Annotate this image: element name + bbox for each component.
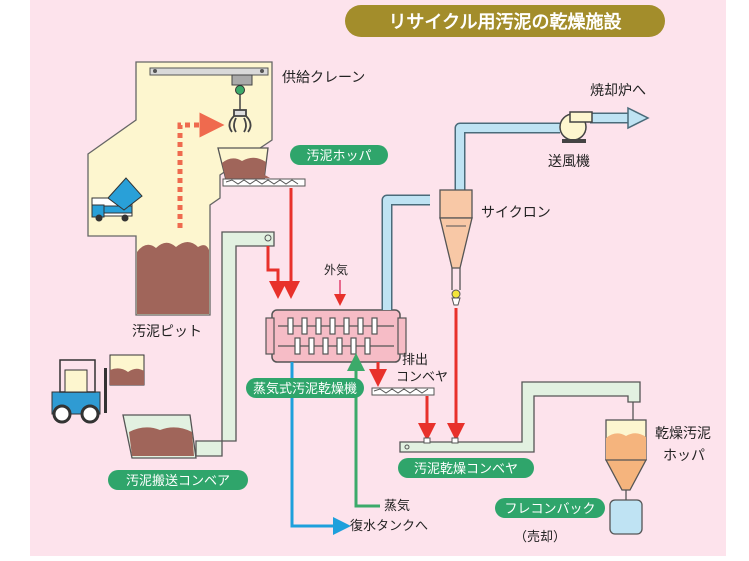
outside-air-label: 外気 <box>324 262 348 277</box>
transport-conveyor-label: 汚泥搬送コンベア <box>126 474 230 489</box>
dry-conveyor-badge: 汚泥乾燥コンベヤ <box>398 458 534 478</box>
transport-conveyor-badge: 汚泥搬送コンベア <box>108 470 248 490</box>
building <box>87 61 273 316</box>
forklift-icon <box>51 354 145 424</box>
cyclone-label: サイクロン <box>481 205 551 221</box>
dry-conveyor <box>399 381 641 453</box>
dump-truck-icon <box>91 177 143 222</box>
sold-label: （売却） <box>514 529 566 545</box>
dry-hopper <box>604 419 648 500</box>
flexible-container-bag-icon <box>609 499 643 535</box>
discharge-label-1: 排出 <box>402 353 428 368</box>
crane-label: 供給クレーン <box>282 70 365 86</box>
cyclone <box>439 189 473 306</box>
sludge-hopper <box>217 147 306 187</box>
condensate-flow-arrow <box>290 362 351 535</box>
title-badge: リサイクル用汚泥の乾燥施設 <box>345 5 665 37</box>
blower-label: 送風機 <box>548 154 590 170</box>
dryer-label: 蒸気式汚泥乾燥機 <box>253 381 357 397</box>
flexible-container-badge: フレコンバック <box>495 498 605 518</box>
dryer-badge: 蒸気式汚泥乾燥機 <box>246 378 364 398</box>
incinerator-arrow-icon <box>627 106 650 130</box>
crane-grab-icon <box>228 109 252 133</box>
hopper-badge: 汚泥ホッパ <box>290 145 388 165</box>
crane-path-arrow <box>177 112 225 228</box>
dry-hopper-label-1: 乾燥汚泥 <box>655 426 711 442</box>
dry-conveyor-label: 汚泥乾燥コンベヤ <box>414 462 518 477</box>
incinerator-label: 焼却炉へ <box>590 83 646 99</box>
discharge-label-2: コンベヤ <box>396 370 448 385</box>
discharge-conveyor <box>371 387 435 396</box>
flexible-container-label: フレコンバック <box>504 502 595 517</box>
crane-wheel-icon <box>235 85 245 95</box>
feed-flow-arrow-2 <box>266 246 287 299</box>
pit-sludge <box>137 242 209 314</box>
diagram-title: リサイクル用汚泥の乾燥施設 <box>388 11 622 33</box>
transport-conveyor <box>122 231 275 459</box>
condensate-label: 復水タンクへ <box>350 518 428 534</box>
steam-label: 蒸気 <box>384 498 410 514</box>
crane-rail <box>149 67 269 76</box>
dry-hopper-label-2: ホッパ <box>663 448 705 464</box>
steam-flow-arrow <box>347 353 380 508</box>
steam-dryer <box>265 309 407 363</box>
hopper-label: 汚泥ホッパ <box>306 149 371 164</box>
blower-icon <box>559 111 593 143</box>
pit-label: 汚泥ピット <box>132 324 202 340</box>
